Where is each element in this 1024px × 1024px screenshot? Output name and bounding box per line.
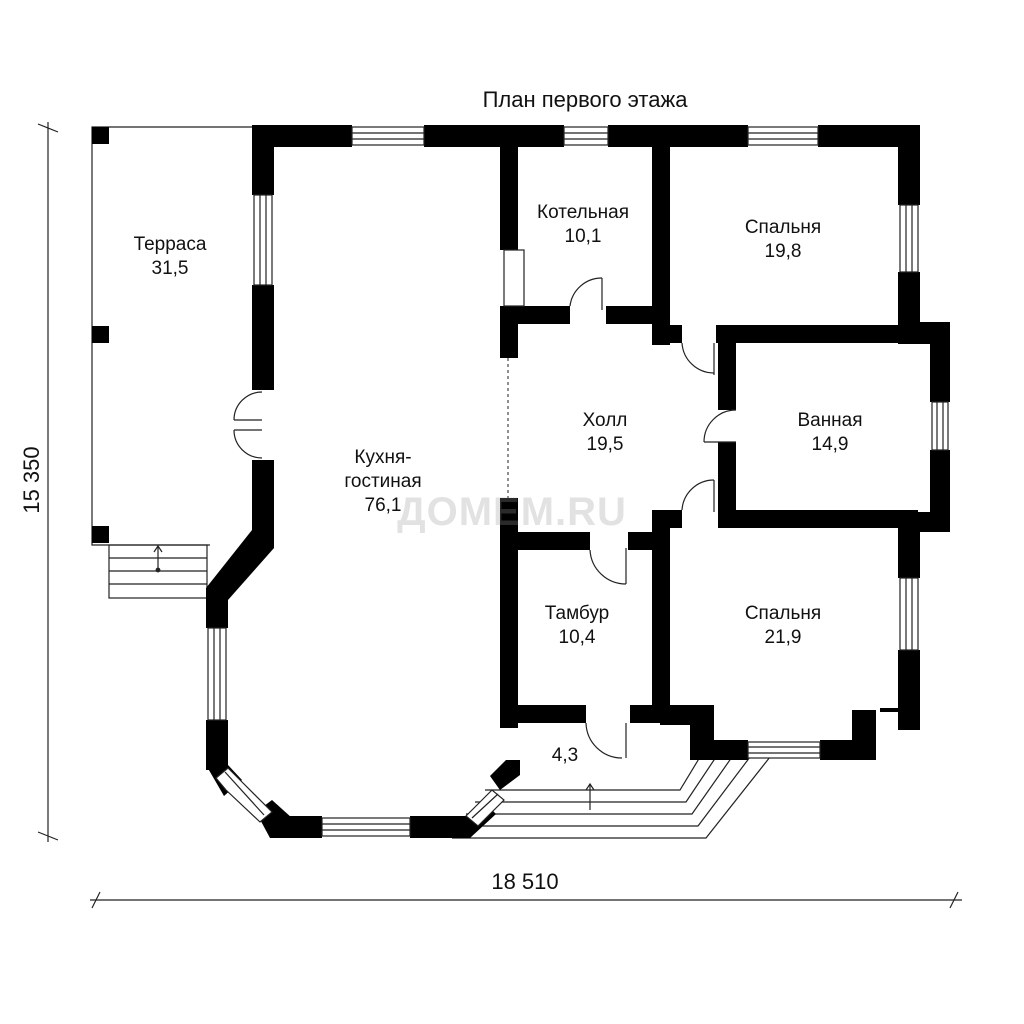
room-bathroom: Ванная 14,9 bbox=[797, 409, 862, 457]
room-bedroom-1-area: 19,8 bbox=[764, 241, 802, 262]
room-boiler: Котельная 10,1 bbox=[537, 201, 629, 249]
room-porch: 4,3 bbox=[552, 744, 578, 768]
room-kitchen-name-line1: Кухня- bbox=[354, 447, 412, 468]
room-vestibule-area: 10,4 bbox=[558, 627, 596, 648]
dimension-lines bbox=[37, 122, 962, 909]
room-hall-area: 19,5 bbox=[586, 434, 624, 455]
room-bedroom-1-name: Спальня bbox=[744, 217, 822, 238]
room-bedroom-2-name: Спальня bbox=[744, 603, 822, 624]
room-boiler-name: Котельная bbox=[537, 202, 629, 223]
room-kitchen-area: 76,1 bbox=[364, 495, 402, 516]
room-bedroom-1: Спальня 19,8 bbox=[745, 216, 821, 264]
terrace-posts bbox=[92, 127, 109, 543]
room-bathroom-area: 14,9 bbox=[811, 434, 849, 455]
room-hall-name: Холл bbox=[582, 410, 628, 431]
room-porch-area: 4,3 bbox=[551, 745, 579, 766]
terrace-outline bbox=[91, 126, 258, 546]
room-boiler-area: 10,1 bbox=[564, 226, 602, 247]
interior-walls bbox=[500, 145, 918, 728]
dimension-width-label: 18 510 bbox=[491, 869, 559, 894]
room-vestibule: Тамбур 10,4 bbox=[545, 602, 610, 650]
chimney bbox=[503, 249, 525, 307]
dimension-height-label: 15 350 bbox=[19, 446, 44, 514]
room-terrace-area: 31,5 bbox=[151, 258, 189, 279]
room-bedroom-2: Спальня 21,9 bbox=[745, 602, 821, 650]
porch-steps bbox=[452, 756, 771, 839]
room-vestibule-name: Тамбур bbox=[544, 603, 610, 624]
room-terrace: Терраса 31,5 bbox=[134, 233, 207, 281]
watermark: ДОМЕМ.RU bbox=[397, 490, 627, 534]
room-terrace-name: Терраса bbox=[133, 234, 207, 255]
room-kitchen-living: Кухня- гостиная 76,1 bbox=[344, 446, 421, 518]
doors bbox=[233, 277, 737, 759]
room-bedroom-2-area: 21,9 bbox=[764, 627, 802, 648]
room-kitchen-name-line2: гостиная bbox=[344, 471, 422, 492]
room-hall: Холл 19,5 bbox=[583, 409, 628, 457]
windows bbox=[207, 126, 949, 837]
terrace-steps bbox=[108, 544, 208, 599]
plan-title: План первого этажа bbox=[482, 87, 688, 112]
room-bathroom-name: Ванная bbox=[797, 410, 863, 431]
